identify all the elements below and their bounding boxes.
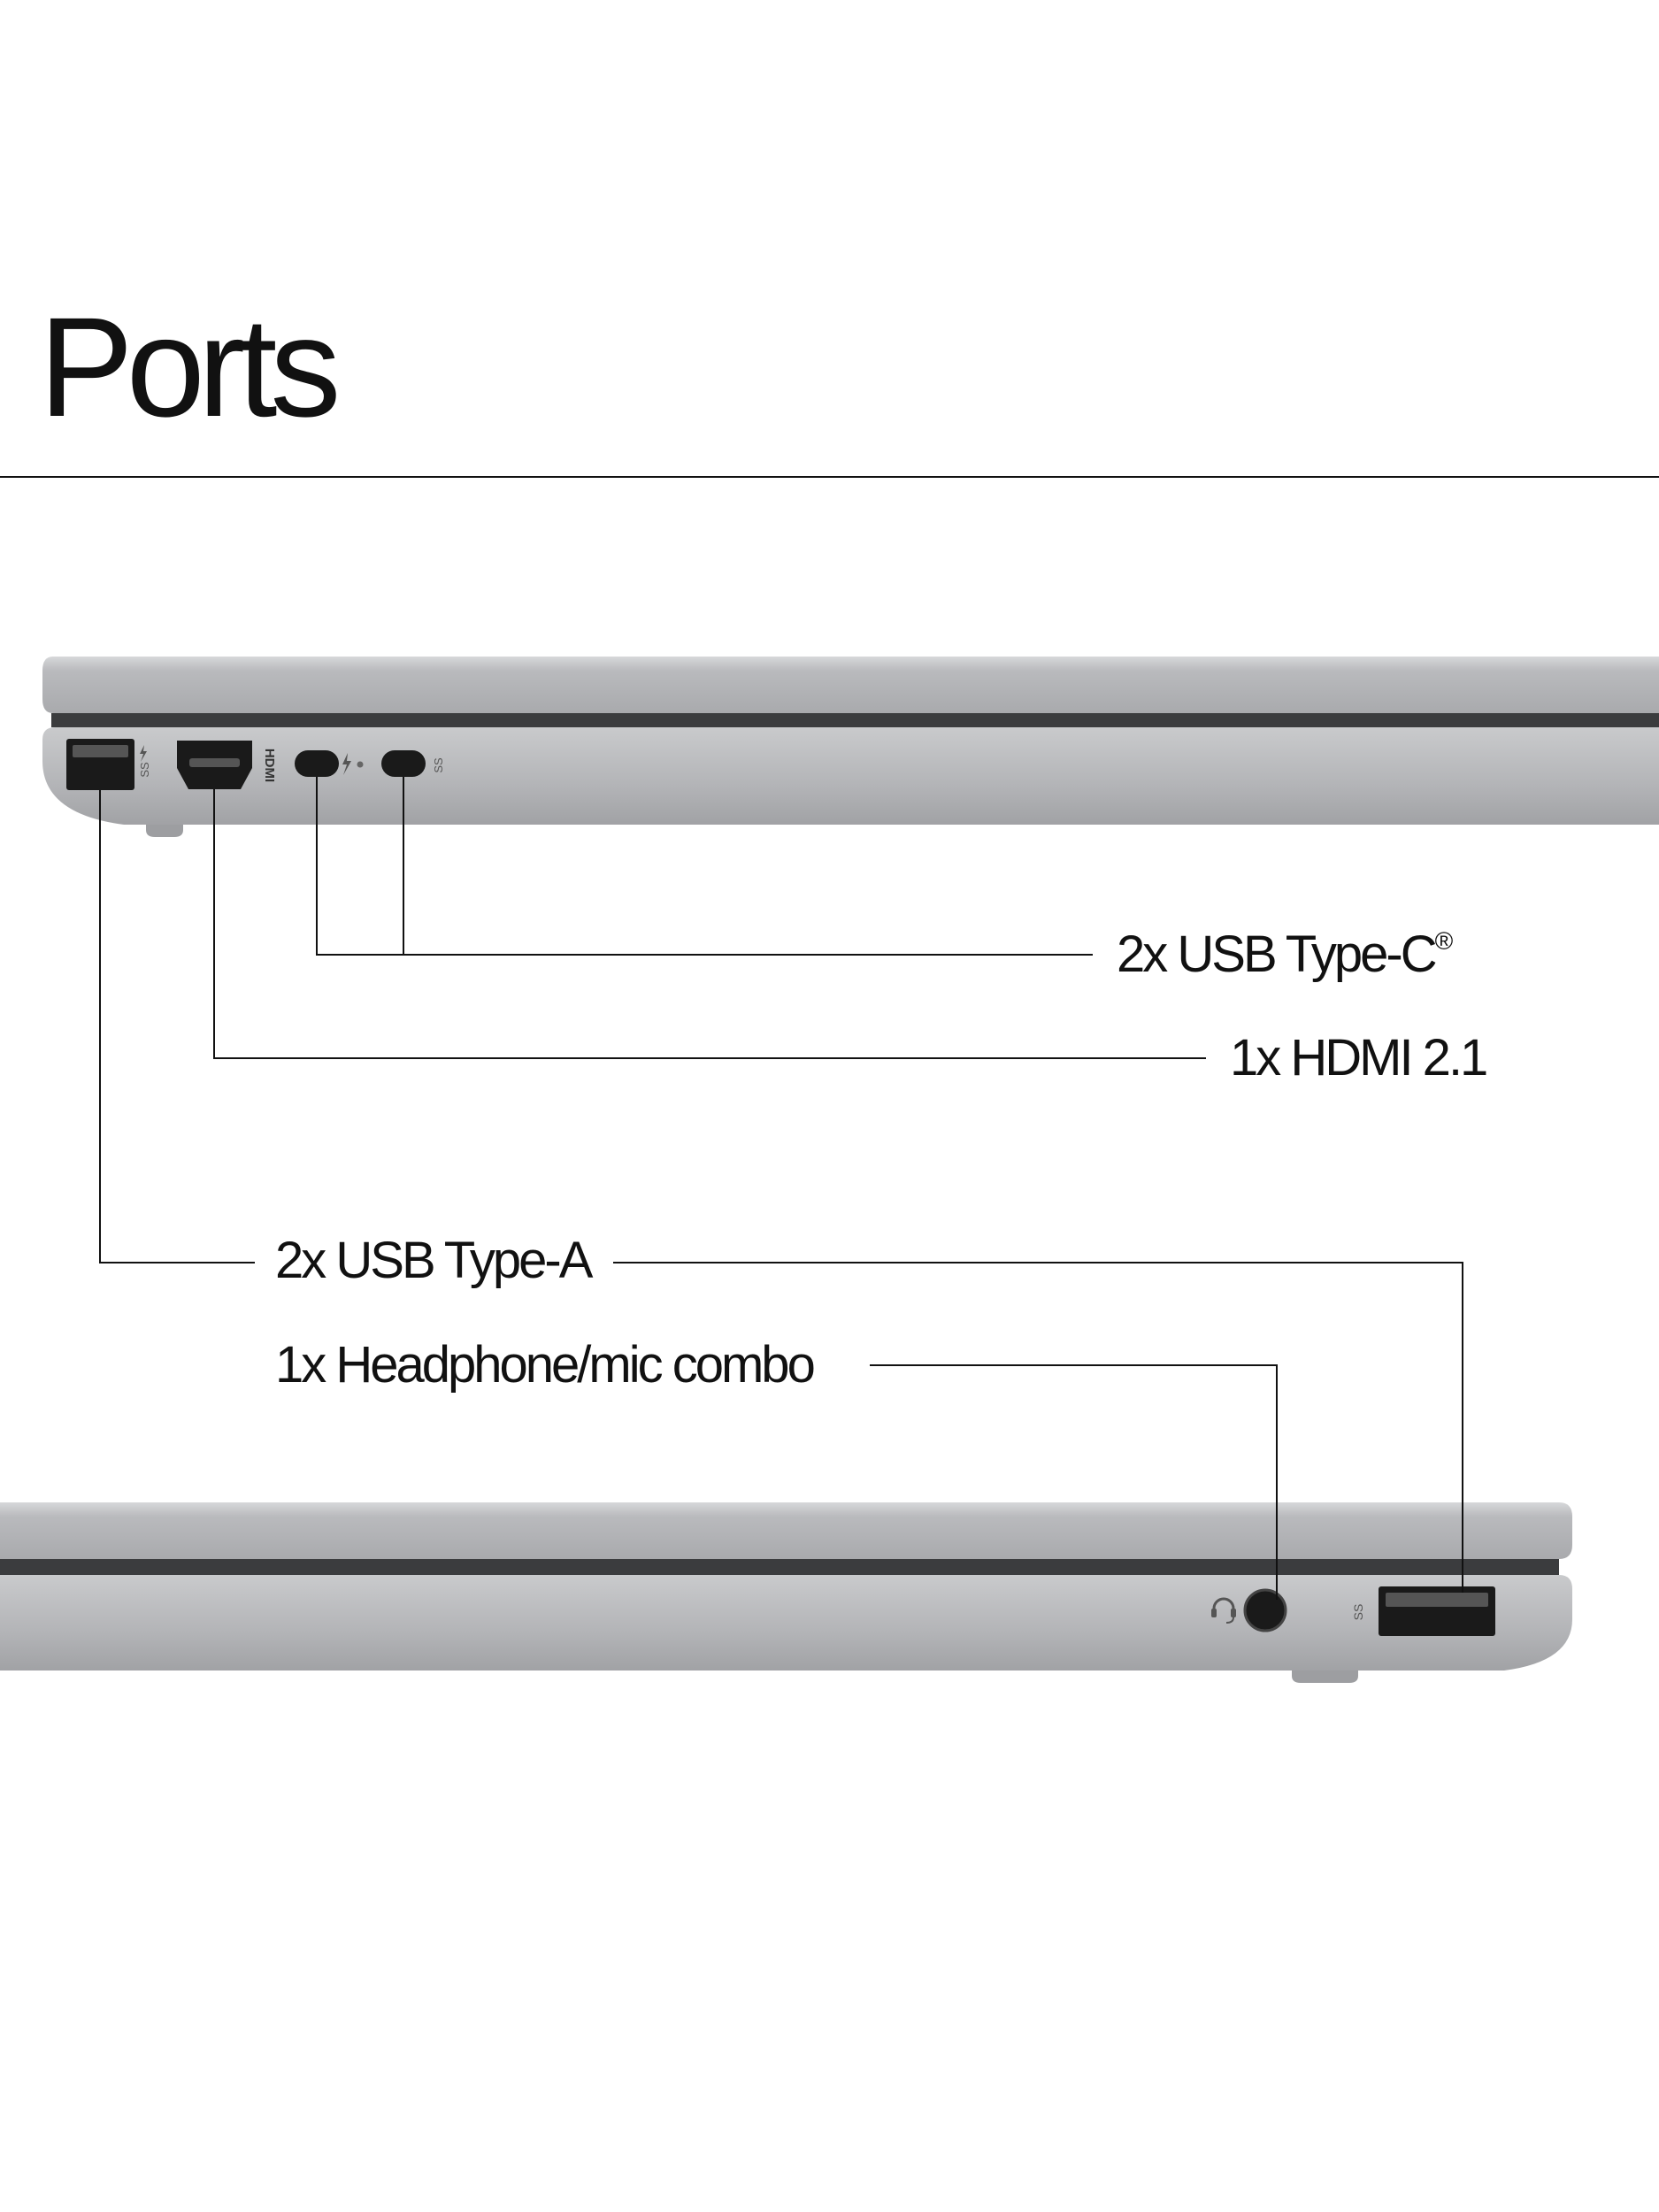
usb-c-port: [381, 750, 426, 777]
usb-a-port-left: [66, 739, 134, 790]
divider: [0, 476, 1659, 478]
callout-headphone: [870, 1364, 1278, 1600]
charging-bolt-icon: [140, 745, 147, 762]
laptop-lid: [0, 1502, 1572, 1559]
label-headphone: 1x Headphone/mic combo: [275, 1336, 816, 1394]
status-led: [357, 761, 364, 768]
callout-hdmi: [213, 789, 1206, 1059]
thunderbolt-icon: [342, 753, 351, 775]
usb-c-port-thunderbolt: [295, 750, 339, 777]
hinge-gap: [0, 1559, 1559, 1575]
callout-usb-a-right: [613, 1262, 1463, 1593]
laptop-foot: [146, 821, 183, 837]
laptop-foot: [1292, 1669, 1358, 1683]
page-title: Ports: [39, 288, 341, 446]
laptop-lid: [42, 657, 1659, 713]
superspeed-pd-icon: SS: [432, 757, 445, 773]
usb-a-port-right: [1379, 1586, 1495, 1636]
registered-mark: ®: [1434, 927, 1454, 955]
laptop-right-side: SS: [0, 1502, 1572, 1683]
usb-c-text: 2x USB Type-C: [1117, 926, 1438, 983]
label-hdmi: 1x HDMI 2.1: [1230, 1029, 1488, 1087]
callout-usb-c-1: [316, 777, 1093, 956]
hinge-gap: [51, 713, 1659, 727]
headphone-jack: [1243, 1588, 1287, 1632]
laptop-base: [0, 1575, 1572, 1671]
label-usb-c: 2x USB Type-C®: [1117, 929, 1453, 980]
superspeed-icon: SS: [138, 762, 151, 778]
superspeed-icon: SS: [1351, 1604, 1365, 1621]
label-usb-a: 2x USB Type-A: [275, 1232, 593, 1289]
callout-lines: [99, 777, 1463, 1600]
hdmi-port-pin: [189, 758, 240, 767]
laptop-left-side: SS HDMI SS: [42, 657, 1659, 837]
callout-usb-a-left: [99, 790, 255, 1263]
hdmi-logo-icon: HDMI: [262, 749, 277, 782]
laptop-base: [42, 727, 1659, 825]
headset-icon: [1211, 1597, 1236, 1624]
